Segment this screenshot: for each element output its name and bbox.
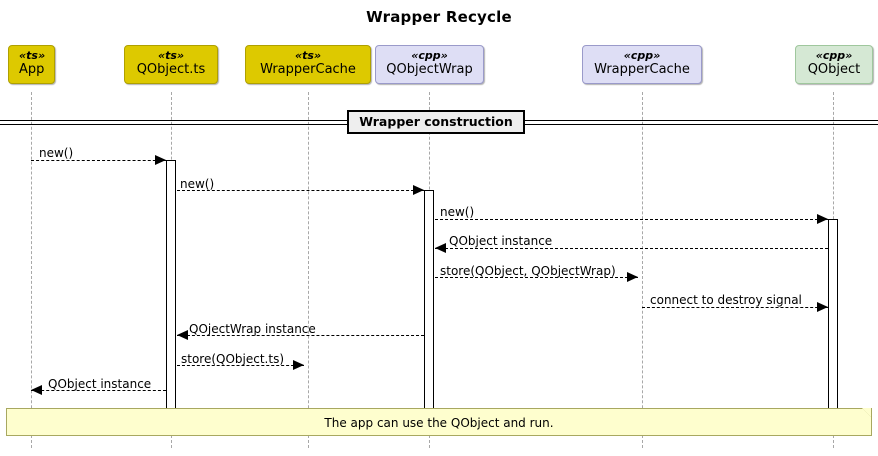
note-fold-inner <box>862 408 871 417</box>
participant-name: QObject.ts <box>136 61 206 77</box>
msg-new-app-qobjectts-line <box>31 160 166 161</box>
msg-qobject-instance-ret-label: QObject instance <box>449 234 553 248</box>
participant-name: App <box>19 61 45 77</box>
msg-store-qobject-qobjectwrap-line <box>435 277 638 278</box>
participant-qobjectwrap[interactable]: «cpp»QObjectWrap <box>375 45 484 84</box>
msg-qobject-instance-app-line <box>31 390 166 391</box>
msg-qobject-instance-app-arrowhead <box>31 385 42 395</box>
msg-new-qobjectwrap-qobject-arrowhead <box>817 214 828 224</box>
act-qobjectwrap <box>424 190 434 418</box>
lifeline-wrappercache_ts <box>308 92 309 448</box>
msg-connect-destroy-signal-arrowhead <box>817 302 828 312</box>
participant-stereotype: «cpp» <box>623 49 661 62</box>
msg-store-qobjectts-arrowhead <box>293 360 304 370</box>
msg-store-qobject-qobjectwrap-label: store(QObject, QObjectWrap) <box>440 264 616 278</box>
note-app-can-use: The app can use the QObject and run. <box>6 408 872 436</box>
divider-label-wrapper-construction: Wrapper construction <box>347 110 525 134</box>
participant-wrappercache_cpp[interactable]: «cpp»WrapperCache <box>582 45 702 84</box>
msg-qobject-instance-ret-line <box>435 248 828 249</box>
participant-app[interactable]: «ts»App <box>8 45 55 84</box>
participant-stereotype: «cpp» <box>815 49 853 62</box>
participant-name: QObjectWrap <box>386 61 473 77</box>
msg-new-app-qobjectts-label: new() <box>39 146 74 160</box>
participant-stereotype: «ts» <box>157 49 185 62</box>
msg-qojectwrap-instance-ret-arrowhead <box>177 330 188 340</box>
participant-name: QObject <box>807 61 861 77</box>
msg-new-qobjectts-qobjectwrap-label: new() <box>180 177 215 191</box>
msg-connect-destroy-signal-line <box>642 307 828 308</box>
msg-store-qobjectts-label: store(QObject.ts) <box>181 352 285 366</box>
page-title: Wrapper Recycle <box>366 8 512 26</box>
msg-connect-destroy-signal-label: connect to destroy signal <box>650 293 802 307</box>
act-qobject-ts <box>166 160 176 418</box>
msg-qobject-instance-app-label: QObject instance <box>48 377 152 391</box>
participant-qobject_ts[interactable]: «ts»QObject.ts <box>124 45 218 84</box>
msg-qojectwrap-instance-ret-label: QOjectWrap instance <box>189 322 316 336</box>
msg-new-qobjectts-qobjectwrap-line <box>177 190 424 191</box>
lifeline-wrappercache_cpp <box>642 92 643 448</box>
participant-stereotype: «ts» <box>294 49 322 62</box>
msg-new-qobjectwrap-qobject-label: new() <box>440 205 475 219</box>
lifeline-app <box>31 92 32 448</box>
msg-new-qobjectwrap-qobject-line <box>435 219 828 220</box>
msg-qojectwrap-instance-ret-line <box>177 335 424 336</box>
participant-name: WrapperCache <box>260 61 356 77</box>
msg-store-qobject-qobjectwrap-arrowhead <box>627 272 638 282</box>
msg-store-qobjectts-line <box>177 365 304 366</box>
participant-qobject_cpp[interactable]: «cpp»QObject <box>795 45 873 84</box>
participant-wrappercache_ts[interactable]: «ts»WrapperCache <box>245 45 371 84</box>
msg-qobject-instance-ret-arrowhead <box>435 243 446 253</box>
participant-stereotype: «ts» <box>19 49 46 62</box>
msg-new-qobjectts-qobjectwrap-arrowhead <box>413 185 424 195</box>
participant-stereotype: «cpp» <box>411 49 448 62</box>
participant-name: WrapperCache <box>594 61 690 77</box>
act-qobject-cpp <box>828 219 838 418</box>
msg-new-app-qobjectts-arrowhead <box>155 155 166 165</box>
